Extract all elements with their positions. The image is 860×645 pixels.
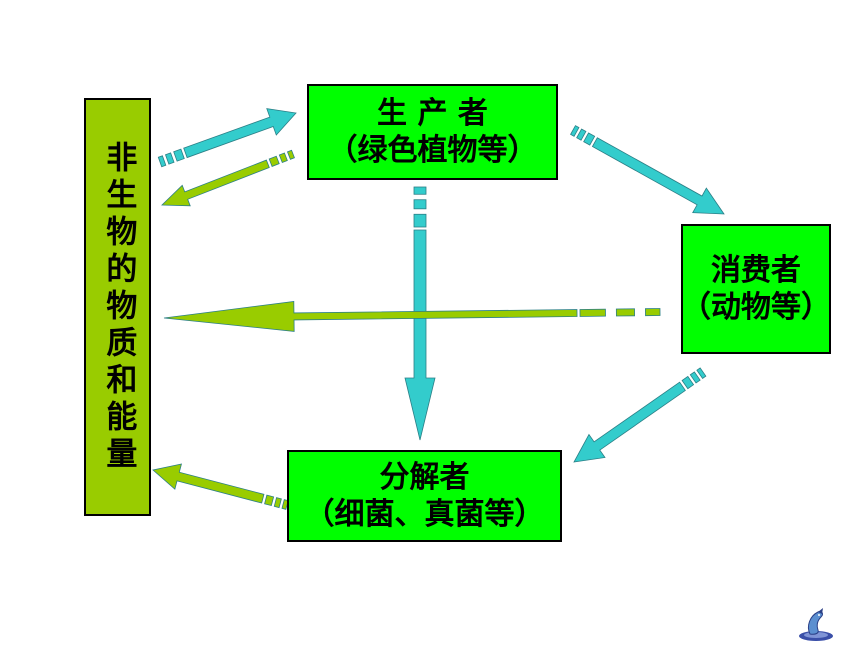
arrow-decomposer-to-abiotic — [152, 463, 289, 510]
node-decomposer: 分解者 （细菌、真菌等） — [287, 450, 562, 542]
node-producer: 生 产 者 （绿色植物等） — [307, 84, 558, 180]
node-decomposer-title: 分解者 — [379, 459, 470, 495]
arrow-producer-to-abiotic — [161, 149, 295, 207]
node-consumer-subtitle: （动物等） — [681, 290, 831, 325]
arrow-abiotic-to-producer — [157, 108, 297, 168]
arrow-producer-to-decomposer — [404, 186, 436, 441]
node-producer-subtitle: （绿色植物等） — [327, 133, 538, 168]
node-abiotic-label: 非生物的物质和能量 — [100, 140, 137, 474]
fish-logo-icon — [799, 608, 833, 641]
arrow-consumer-to-decomposer — [573, 367, 707, 463]
node-consumer-title: 消费者 — [711, 252, 801, 288]
arrow-consumer-to-abiotic — [163, 300, 661, 332]
arrow-producer-to-consumer — [570, 125, 725, 215]
node-decomposer-subtitle: （细菌、真菌等） — [304, 497, 545, 532]
node-consumer: 消费者 （动物等） — [681, 224, 831, 354]
node-abiotic: 非生物的物质和能量 — [84, 98, 151, 516]
node-producer-title: 生 产 者 — [377, 95, 488, 131]
